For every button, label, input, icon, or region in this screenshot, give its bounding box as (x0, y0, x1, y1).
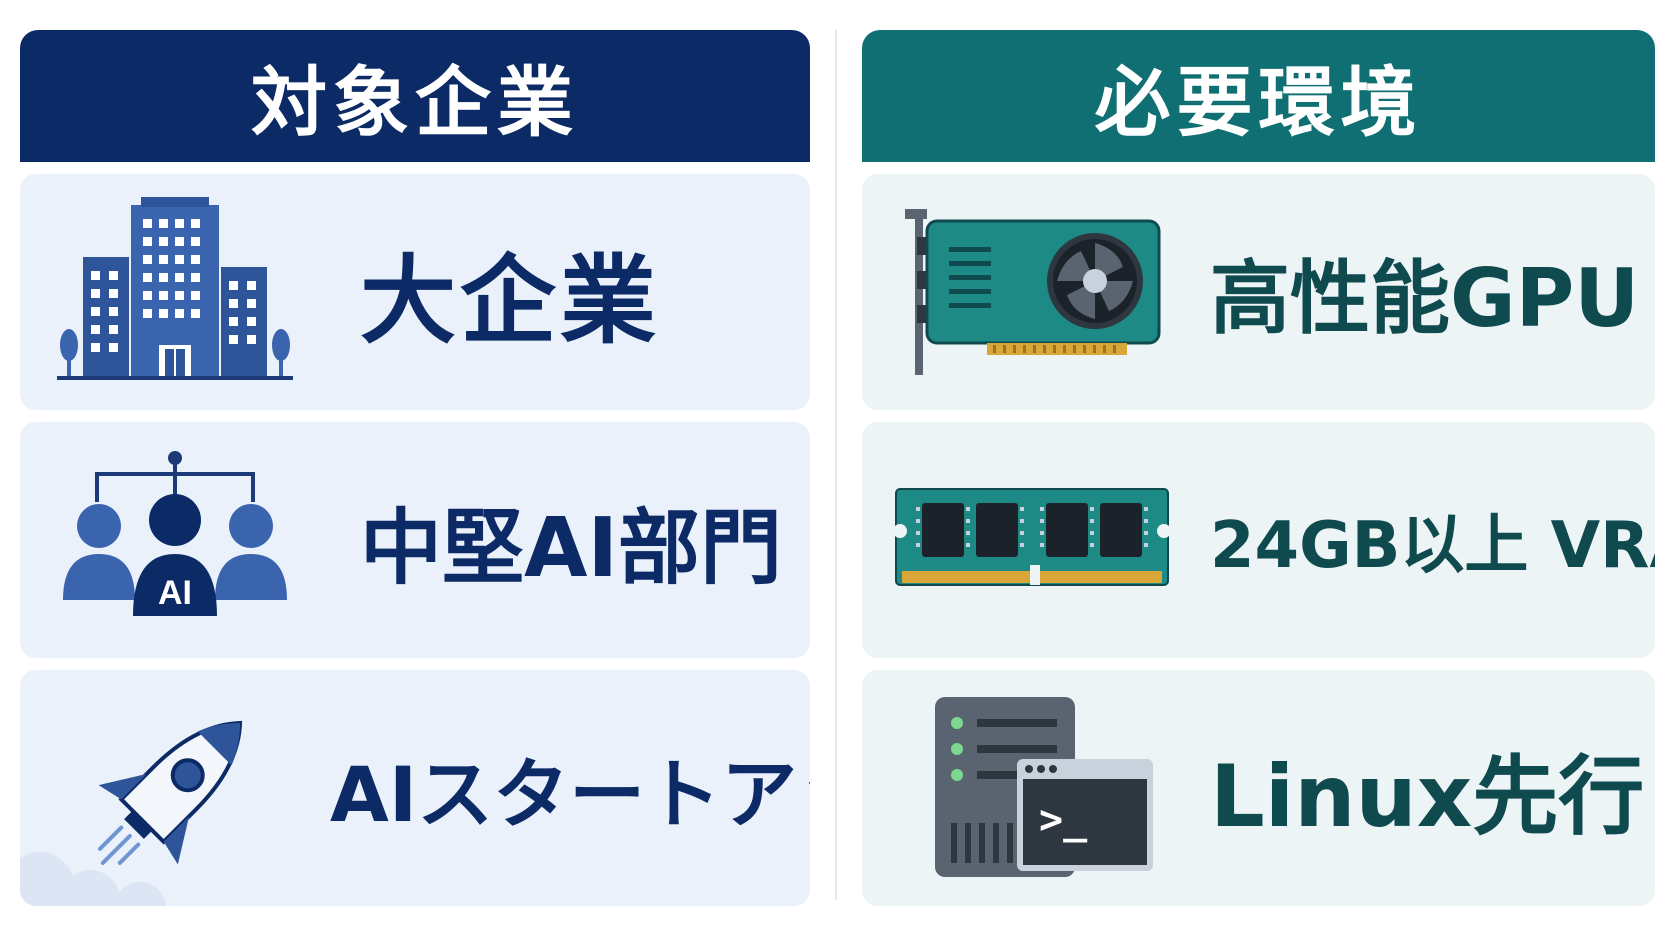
card-ai-startup: AIスタートアップ (20, 670, 810, 906)
linux-first-label: Linux先行 (1210, 746, 1645, 847)
office-buildings-icon (40, 197, 310, 387)
memory-module-icon (882, 485, 1182, 595)
rocket-icon (40, 688, 310, 888)
card-high-performance-gpu: 高性能GPU (862, 174, 1655, 410)
ai-badge-text: AI (158, 574, 192, 612)
target-companies-header: 対象企業 (20, 30, 810, 162)
card-linux-first: >_ Linux先行 (862, 670, 1655, 906)
target-companies-column: 対象企業 (20, 30, 810, 906)
server-terminal-icon: >_ (882, 693, 1182, 883)
large-enterprise-label: 大企業 (360, 244, 660, 357)
card-mid-ai-division: AI 中堅AI部門 (20, 422, 810, 658)
requirements-header: 必要環境 (862, 30, 1655, 162)
vram-requirement-label: 24GB以上 VRAM (1210, 509, 1655, 583)
terminal-prompt-text: >_ (1039, 797, 1088, 843)
requirements-column: 必要環境 (862, 30, 1655, 906)
card-vram-requirement: 24GB以上 VRAM (862, 422, 1655, 658)
card-large-enterprise: 大企業 (20, 174, 810, 410)
column-divider (835, 30, 837, 900)
high-performance-gpu-label: 高性能GPU (1210, 252, 1640, 345)
cloud-decoration (20, 852, 166, 906)
ai-team-icon: AI (40, 450, 310, 630)
mid-ai-division-label: 中堅AI部門 (360, 500, 782, 596)
gpu-card-icon (882, 207, 1182, 377)
ai-startup-label: AIスタートアップ (330, 750, 810, 839)
